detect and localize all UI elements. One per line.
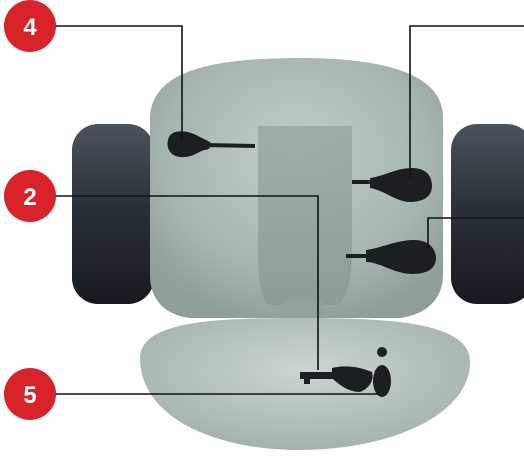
- callout-4-number: 4: [23, 14, 37, 41]
- front-knob-small: [377, 347, 387, 357]
- callout-5: 5: [4, 368, 56, 420]
- callout-4: 4: [4, 0, 56, 52]
- callout-5-number: 5: [23, 382, 36, 409]
- callout-2: 2: [4, 170, 56, 222]
- front-knob-5: [373, 365, 391, 397]
- callout-2-number: 2: [23, 184, 36, 211]
- seat-mechanism: [258, 126, 352, 305]
- right-wheel: [451, 124, 524, 304]
- left-wheel: [72, 124, 154, 304]
